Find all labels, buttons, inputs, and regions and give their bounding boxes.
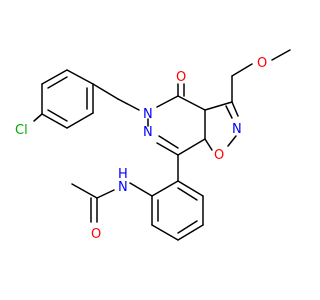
ring-nitrogen-6-label: N (143, 125, 153, 140)
amide-hydrogen-label: H (118, 167, 128, 182)
isoxazole-nitrogen-label: N (232, 122, 242, 137)
carbonyl-oxygen-label: O (176, 70, 186, 85)
amide-oxygen-label: O (91, 227, 101, 242)
ether-oxygen-label: O (257, 56, 267, 71)
molecule-structure: O N N N O O Cl N H O (15, 49, 291, 242)
isoxazole-oxygen-label: O (214, 148, 224, 163)
chlorine-label: Cl (15, 123, 28, 138)
amide-nitrogen-label: N (118, 180, 128, 195)
ring-nitrogen-5-label: N (143, 107, 153, 122)
atom-labels: O N N N O O Cl N H O (15, 56, 267, 242)
bonds (33, 49, 291, 241)
